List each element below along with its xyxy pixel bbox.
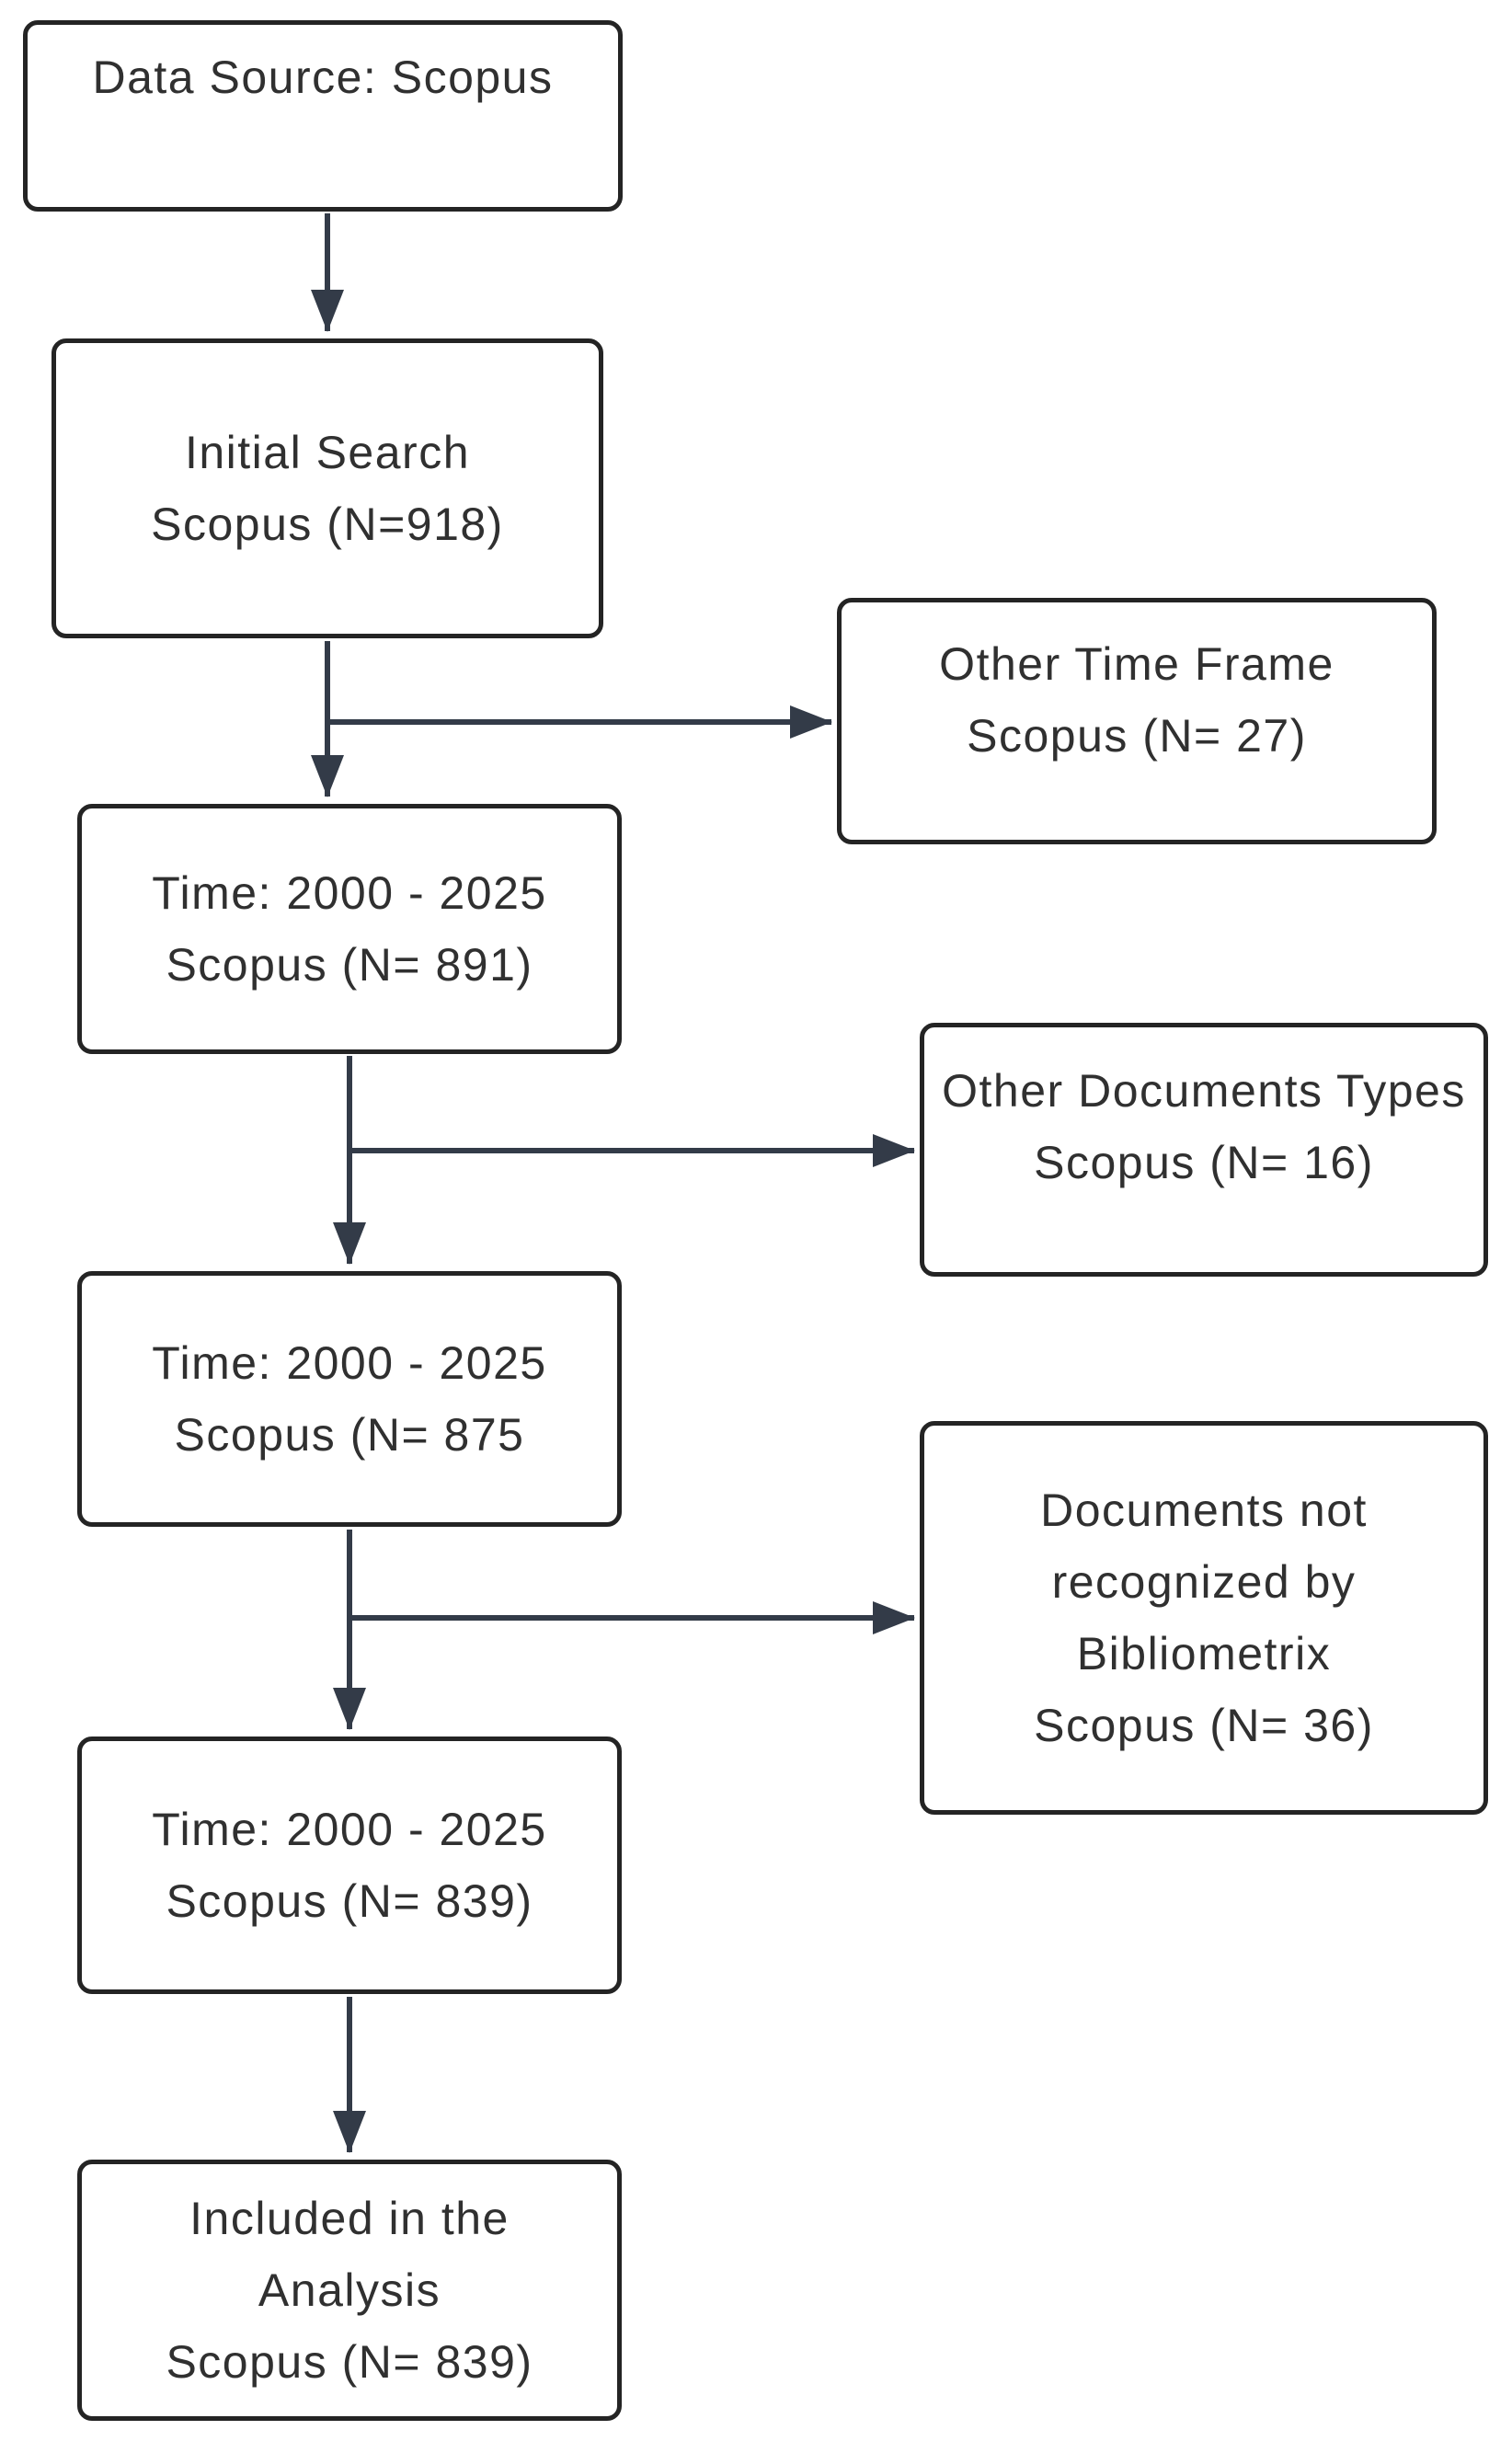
box-text-line: Data Source: Scopus [92, 52, 554, 103]
box-text-line: Scopus (N= 875 [174, 1409, 525, 1461]
box-text-line: Time: 2000 - 2025 [152, 867, 547, 919]
box-text-line: Initial Search [184, 427, 471, 478]
box-time-filter-891: Time: 2000 - 2025 Scopus (N= 891) [77, 804, 622, 1054]
box-excluded-not-recognized: Documents not recognized by Bibliometrix… [920, 1421, 1488, 1815]
box-text-line: recognized by [1051, 1556, 1357, 1608]
box-data-source: Data Source: Scopus [23, 20, 623, 212]
box-included-analysis: Included in the Analysis Scopus (N= 839) [77, 2160, 622, 2421]
box-recognized-filter-839: Time: 2000 - 2025 Scopus (N= 839) [77, 1737, 622, 1994]
box-text-line: Scopus (N= 891) [166, 939, 533, 991]
box-doctype-filter-875: Time: 2000 - 2025 Scopus (N= 875 [77, 1271, 622, 1527]
box-text-line: Other Time Frame [939, 638, 1334, 690]
box-text-line: Bibliometrix [1076, 1628, 1332, 1679]
box-text-line: Included in the [189, 2193, 510, 2244]
box-text-line: Time: 2000 - 2025 [152, 1337, 547, 1389]
box-text-line: Scopus (N=918) [151, 499, 504, 550]
box-initial-search: Initial Search Scopus (N=918) [52, 338, 603, 638]
box-text-line: Other Documents Types [942, 1065, 1466, 1117]
box-text-line: Scopus (N= 36) [1034, 1700, 1374, 1751]
box-text-line: Documents not [1040, 1484, 1368, 1536]
box-excluded-other-doc-types: Other Documents Types Scopus (N= 16) [920, 1023, 1488, 1277]
box-text-line: Analysis [258, 2264, 441, 2316]
box-text-line: Scopus (N= 839) [166, 1875, 533, 1927]
box-text-line: Scopus (N= 27) [967, 710, 1307, 762]
box-text-line: Scopus (N= 839) [166, 2336, 533, 2388]
box-excluded-other-time-frame: Other Time Frame Scopus (N= 27) [837, 598, 1437, 844]
box-text-line: Time: 2000 - 2025 [152, 1804, 547, 1855]
box-text-line: Scopus (N= 16) [1034, 1137, 1374, 1188]
